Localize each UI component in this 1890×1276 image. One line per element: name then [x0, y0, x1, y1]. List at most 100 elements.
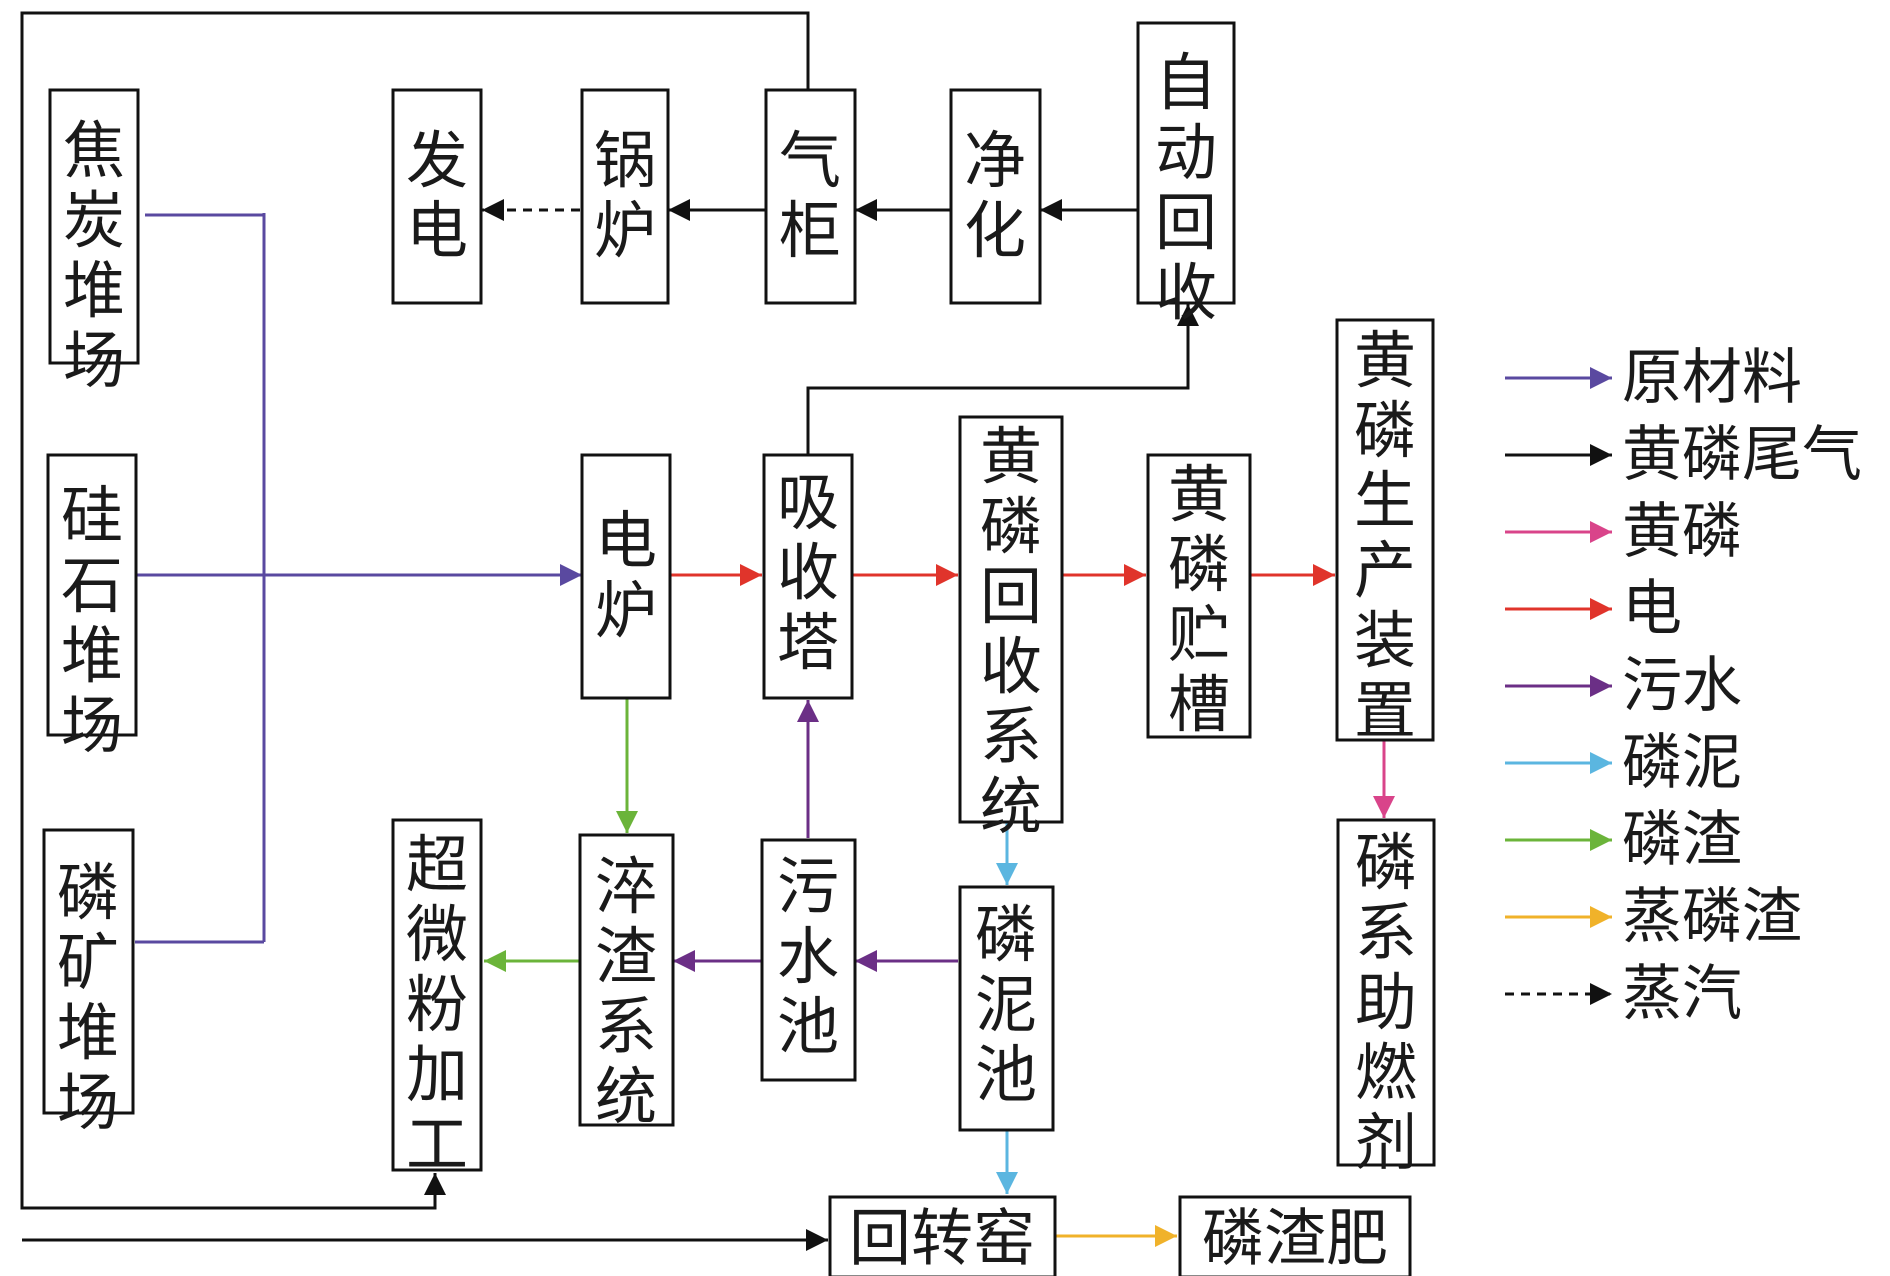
label-char: 锅: [594, 124, 656, 197]
combustion-aid-label: 磷系助燃剂: [1355, 826, 1417, 1179]
label-char: 污: [777, 850, 839, 923]
label-char: 炉: [595, 574, 657, 647]
ultrafine-processing-label: 超微粉加工: [406, 828, 468, 1181]
gas-holder-label: 气柜: [779, 124, 841, 267]
label-char: 燃: [1355, 1036, 1417, 1109]
label-char: 生: [1354, 464, 1416, 537]
sewage-pool-label: 污水池: [777, 850, 839, 1063]
label-char: 磷: [980, 490, 1042, 563]
ore-yard-label: 磷矿堆场: [57, 856, 119, 1139]
node-electric-furnace: 电炉: [580, 453, 672, 700]
label-char: 磷: [975, 898, 1037, 971]
label-char: 贮: [1168, 598, 1230, 671]
label-char: 硅: [61, 479, 123, 552]
label-char: 焦: [63, 114, 125, 187]
label-char: 收: [980, 630, 1042, 703]
label-char: 场: [63, 324, 125, 397]
label-char: 槽: [1168, 668, 1230, 741]
rotary-kiln-label: 回转窑: [849, 1202, 1035, 1275]
label-char: 收: [777, 536, 839, 609]
legend-item: 蒸汽: [1505, 959, 1742, 1029]
label-char: 堆: [61, 619, 123, 692]
node-phosphorus-recovery: 黄磷回收系统: [958, 415, 1064, 843]
label-char: 池: [975, 1038, 1037, 1111]
phosphorus-tank-label: 黄磷贮槽: [1168, 458, 1230, 741]
label-char: 磷: [1354, 394, 1416, 467]
label-char: 水: [777, 920, 839, 993]
label-char: 吸: [777, 466, 839, 539]
node-rotary-kiln: 回转窑: [828, 1195, 1057, 1276]
label-char: 电: [595, 504, 657, 577]
label-char: 淬: [595, 850, 657, 923]
legend-item: 电: [1505, 574, 1682, 644]
label-char: 渣: [595, 920, 657, 993]
label-char: 泥: [975, 968, 1037, 1041]
label-char: 系: [1355, 896, 1417, 969]
label-char: 动: [1155, 116, 1217, 189]
label-char: 收: [1155, 256, 1217, 329]
label-char: 磷: [57, 856, 119, 929]
label-char: 自: [1155, 46, 1217, 119]
label-char: 磷: [1355, 826, 1417, 899]
node-phosphorus-plant: 黄磷生产装置: [1335, 318, 1435, 747]
slag-flows: [484, 698, 638, 972]
tail-gas-flows: [20, 11, 1199, 1251]
label-char: 超: [406, 828, 468, 901]
quench-system-label: 淬渣系统: [595, 850, 657, 1133]
node-coke-yard: 焦炭堆场: [48, 88, 140, 397]
node-power-generation: 发电: [391, 88, 483, 305]
legend-item: 污水: [1505, 651, 1742, 721]
node-mud-pool: 磷泥池: [958, 885, 1055, 1132]
label-char: 助: [1355, 966, 1417, 1039]
node-slag-fertilizer: 磷渣肥: [1178, 1195, 1412, 1276]
label-char: 系: [595, 990, 657, 1063]
label-char: 矿: [57, 926, 119, 999]
legend-item: 原材料: [1505, 343, 1802, 413]
coke-yard-label: 焦炭堆场: [63, 114, 125, 397]
slag-fertilizer-label: 磷渣肥: [1202, 1202, 1388, 1275]
node-combustion-aid: 磷系助燃剂: [1336, 818, 1436, 1179]
label-char: 气: [779, 124, 841, 197]
label-char: 炉: [594, 194, 656, 267]
label-char: 黄: [980, 420, 1042, 493]
legend-item: 磷渣: [1505, 805, 1742, 875]
label-char: 回: [1155, 186, 1217, 259]
label-char: 黄: [1354, 324, 1416, 397]
legend-label: 污水: [1622, 651, 1742, 721]
node-absorber: 吸收塔: [762, 453, 854, 700]
legend-item: 磷泥: [1505, 728, 1742, 798]
legend-item: 黄磷尾气: [1505, 420, 1862, 490]
label-char: 统: [980, 770, 1042, 843]
label-char: 产: [1354, 534, 1416, 607]
legend-label: 磷泥: [1622, 728, 1742, 798]
legend-item: 蒸磷渣: [1505, 882, 1802, 952]
label-char: 堆: [63, 254, 125, 327]
label-char: 堆: [57, 996, 119, 1069]
legend-item: 黄磷: [1505, 497, 1742, 567]
label-char: 微: [406, 898, 468, 971]
electric-furnace-label: 电炉: [595, 504, 657, 647]
legend-label: 黄磷: [1622, 497, 1742, 567]
label-char: 场: [57, 1066, 119, 1139]
raw-material-flows: [135, 213, 582, 944]
label-char: 炭: [63, 184, 125, 257]
label-char: 化: [964, 194, 1026, 267]
legend-label: 蒸汽: [1622, 959, 1742, 1029]
node-boiler: 锅炉: [580, 88, 670, 305]
node-ultrafine-processing: 超微粉加工: [391, 818, 483, 1181]
auto-recovery-label: 自动回收: [1155, 46, 1217, 329]
legend-label: 磷渣: [1622, 805, 1742, 875]
absorber-to-autorecovery: [806, 304, 1199, 455]
label-char: 黄: [1168, 458, 1230, 531]
label-char: 发: [406, 124, 468, 197]
label-char: 装: [1354, 604, 1416, 677]
node-auto-recovery: 自动回收: [1136, 21, 1236, 329]
label-char: 场: [61, 689, 123, 762]
label-char: 工: [406, 1108, 468, 1181]
node-silica-yard: 硅石堆场: [46, 453, 138, 762]
gasholder-bypass: [20, 11, 810, 1210]
node-sewage-pool: 污水池: [760, 838, 857, 1082]
label-char: 池: [777, 990, 839, 1063]
label-char: 系: [980, 700, 1042, 773]
